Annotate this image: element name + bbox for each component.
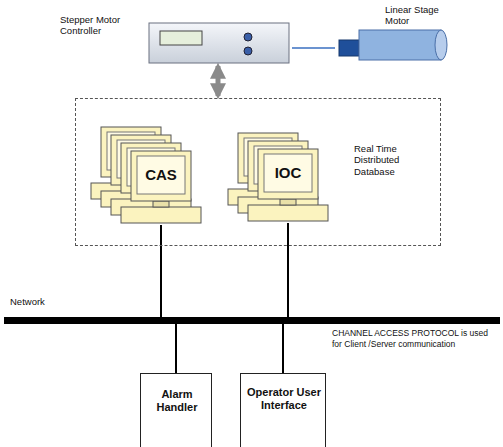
- network-line: [4, 317, 500, 324]
- client-box: Operator User Interface: [240, 373, 326, 447]
- database-region: CAS IOC Real Time Distributed Database: [75, 98, 441, 246]
- computer-stack: IOC: [218, 111, 338, 223]
- node-label: Alarm Handler: [145, 388, 209, 414]
- node-label: Operator User Interface: [245, 386, 323, 412]
- client-box: Alarm Handler: [140, 373, 212, 447]
- connector: [216, 66, 221, 96]
- node-label: CAS: [137, 156, 185, 194]
- connector: [282, 324, 284, 373]
- node-label: Linear Stage Motor: [385, 4, 451, 27]
- connector: [160, 225, 162, 317]
- computer-stack: CAS: [86, 111, 231, 225]
- network-bus: Network: [4, 294, 500, 324]
- connector: [292, 47, 335, 49]
- controller-box: Stepper Motor Controller: [60, 8, 292, 64]
- stage-motor: [335, 24, 453, 64]
- motor-unit: Linear Stage Motor: [335, 2, 453, 64]
- node-label: Real Time Distributed Database: [354, 143, 438, 177]
- controller-panel: [148, 22, 290, 64]
- node-label: Stepper Motor Controller: [60, 14, 138, 37]
- connector: [287, 223, 289, 317]
- connector: [175, 324, 177, 373]
- protocol-note: CHANNEL ACCESS PROTOCOL is used for Clie…: [332, 328, 498, 349]
- node-label: IOC: [264, 154, 312, 192]
- node-label: Network: [10, 296, 90, 307]
